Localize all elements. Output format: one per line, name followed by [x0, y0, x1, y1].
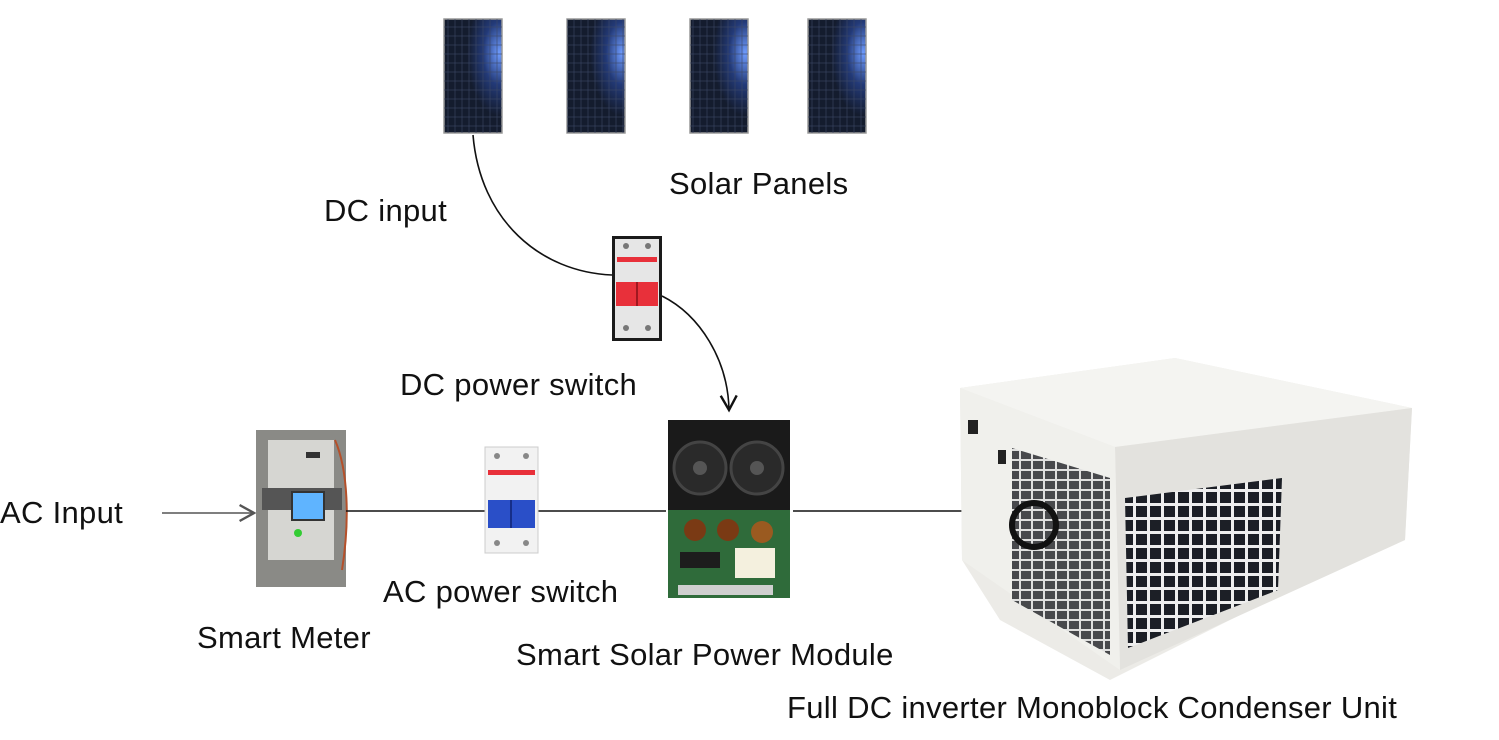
dc-power-switch-label: DC power switch [400, 367, 638, 402]
ac-breaker [484, 446, 539, 554]
smart-solar-power-module [668, 420, 790, 598]
smart-meter [256, 430, 348, 587]
condenser-unit [960, 358, 1412, 680]
ac-input-label: AC Input [0, 495, 124, 530]
dc-input-wire [472, 134, 613, 276]
solar-panel-3 [689, 18, 749, 134]
solar-panel-1 [443, 18, 503, 134]
smart-solar-power-module-label: Smart Solar Power Module [516, 637, 894, 672]
dc-breaker [612, 236, 662, 341]
dc-input-label: DC input [324, 193, 448, 228]
condenser-unit-label: Full DC inverter Monoblock Condenser Uni… [787, 690, 1398, 725]
ac-power-switch-label: AC power switch [383, 574, 619, 609]
solar-panels-label: Solar Panels [669, 166, 849, 201]
solar-panel-4 [807, 18, 867, 134]
smart-meter-label: Smart Meter [197, 620, 371, 655]
solar-panel-2 [566, 18, 626, 134]
dc-output-wire [661, 295, 738, 413]
